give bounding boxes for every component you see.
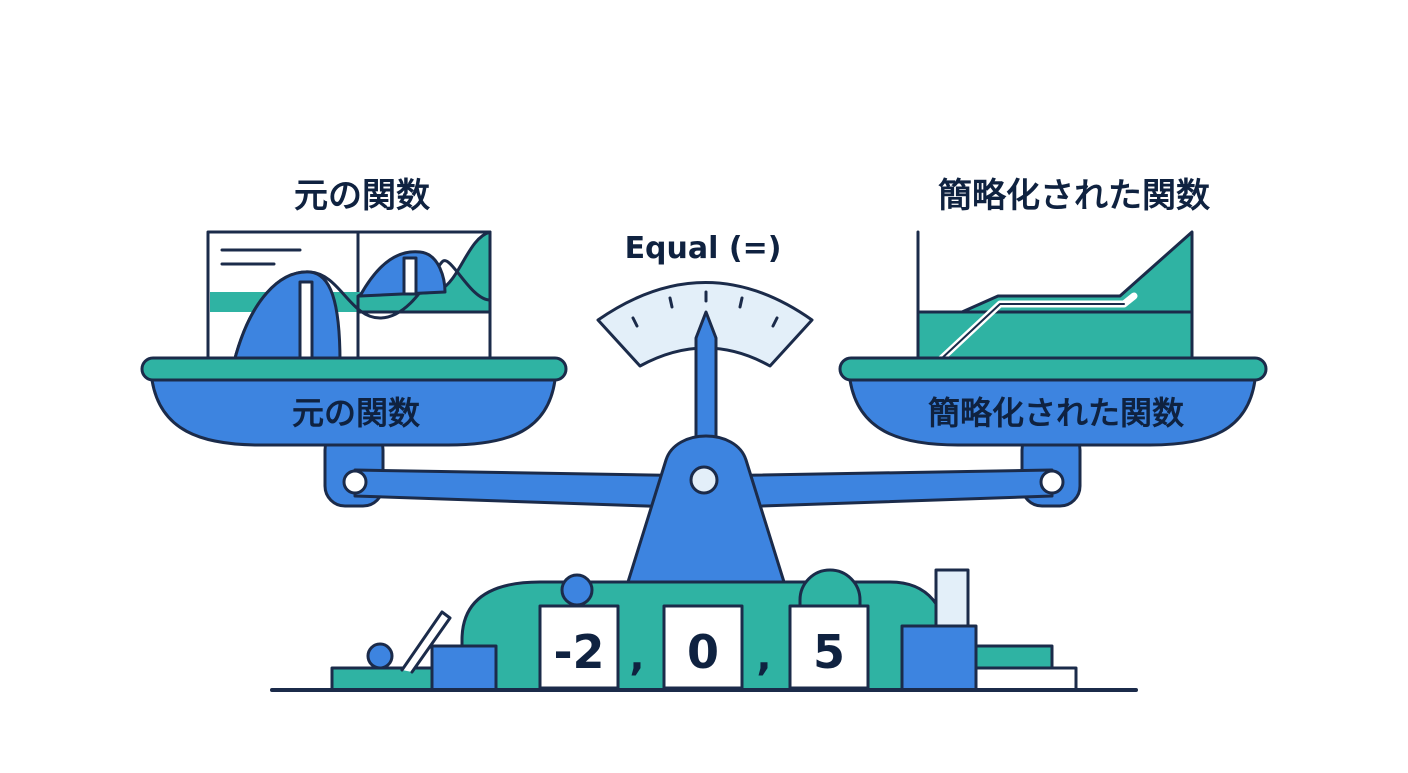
digit-value-2: 0 [687, 625, 719, 679]
digit-value-1: -2 [553, 625, 604, 679]
left-pivot [342, 469, 368, 495]
right-pan-label: 簡略化された関数 [928, 394, 1185, 432]
gauge-label: Equal (=) [625, 231, 782, 266]
left-title: 元の関数 [294, 176, 430, 216]
separator-1: , [629, 634, 644, 680]
right-title: 簡略化された関数 [938, 176, 1210, 216]
digit-card-2: 0 [662, 604, 744, 690]
separator-2: , [756, 634, 771, 680]
fulcrum-pivot [689, 465, 719, 495]
left-pan: 元の関数 [140, 356, 568, 447]
gauge-pointer [694, 310, 718, 442]
right-graph-panel [916, 230, 1194, 364]
digit-card-3: 5 [788, 604, 870, 690]
left-pan-label: 元の関数 [292, 394, 421, 432]
right-pivot [1039, 469, 1065, 495]
right-pan: 簡略化された関数 [838, 356, 1268, 447]
digit-card-1: -2 [538, 604, 620, 690]
digit-value-3: 5 [813, 625, 845, 679]
left-graph-panel [206, 230, 492, 364]
fulcrum [626, 434, 786, 584]
